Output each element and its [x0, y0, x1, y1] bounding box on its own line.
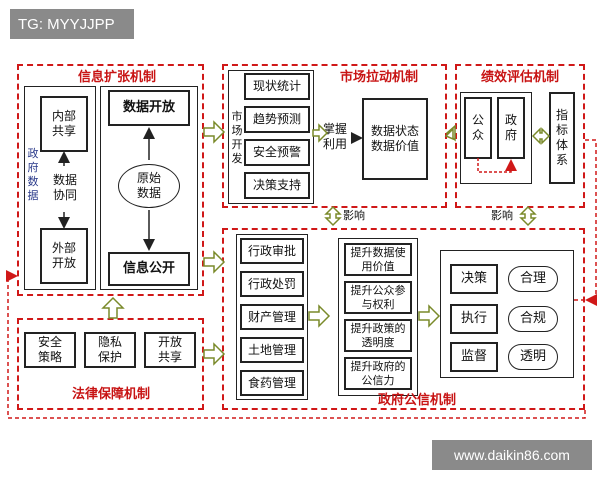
- influence-label-right: 影响: [491, 209, 513, 222]
- external-open-box: 外部开放: [40, 228, 88, 284]
- arrow-info-to-credibility: [203, 250, 226, 274]
- watermark: www.daikin86.com: [432, 440, 592, 470]
- arrow-info-to-market: [203, 120, 226, 144]
- improve-data-value: 提升数据使用价值: [344, 243, 412, 276]
- stage-decision: 决策: [450, 264, 498, 294]
- improve-policy-transparency: 提升政策的透明度: [344, 319, 412, 352]
- market-item-security-alert: 安全预警: [244, 139, 310, 166]
- quality-transparent: 透明: [508, 344, 558, 370]
- market-item-current-stats: 现状统计: [244, 73, 310, 100]
- raw-data-ellipse: 原始数据: [118, 164, 180, 208]
- arrow-legal-to-info: [101, 296, 125, 319]
- quality-compliant: 合规: [508, 306, 558, 332]
- channel-tag: TG: MYYJJPP: [10, 9, 134, 39]
- stage-supervision: 监督: [450, 342, 498, 372]
- public-gov-frame: [460, 92, 532, 184]
- legal-item-security-policy: 安全策略: [24, 332, 76, 368]
- performance-eval-title: 绩效评估机制: [480, 70, 559, 85]
- stages-frame: [440, 250, 574, 378]
- stage-execution: 执行: [450, 304, 498, 334]
- arrow-market-perf: [445, 124, 456, 142]
- data-state-value-label: 数据状态数据价值: [370, 124, 419, 153]
- admin-frame: [236, 234, 308, 400]
- improve-gov-credibility: 提升政府的公信力: [344, 357, 412, 390]
- admin-item-property: 财产管理: [240, 304, 304, 330]
- gov-credibility-title: 政府公信机制: [377, 393, 456, 408]
- data-open-box: 数据开放: [108, 90, 190, 126]
- data-coord-label: 数据协同: [52, 173, 77, 202]
- data-state-value-box: 数据状态数据价值: [362, 98, 428, 180]
- market-dev-label: 市场开发: [231, 110, 243, 165]
- public-box: 公众: [464, 97, 492, 159]
- legal-item-open-share: 开放共享: [144, 332, 196, 368]
- improve-public-rights: 提升公众参与权利: [344, 281, 412, 314]
- arrow-influence-left: [324, 205, 342, 227]
- arrow-market-perf-2: [444, 127, 454, 141]
- gov-credibility-panel: [222, 228, 585, 410]
- admin-item-food-drug: 食药管理: [240, 370, 304, 396]
- internal-share-box: 内部共享: [40, 96, 88, 152]
- index-system-box: 指标体系: [549, 92, 575, 184]
- influence-label-left: 影响: [343, 209, 365, 222]
- external-open-label: 外部开放: [51, 241, 76, 270]
- master-use-label: 掌握利用: [322, 122, 347, 151]
- market-pull-title: 市场拉动机制: [339, 70, 418, 85]
- market-item-trend-forecast: 趋势预测: [244, 106, 310, 133]
- legal-guarantee-title: 法律保障机制: [71, 387, 150, 402]
- quality-reasonable: 合理: [508, 266, 558, 292]
- admin-item-penalty: 行政处罚: [240, 271, 304, 297]
- improve-frame: [338, 238, 418, 396]
- arrow-influence-right: [519, 205, 537, 227]
- info-public-box: 信息公开: [108, 252, 190, 286]
- gov-box: 政府: [497, 97, 525, 159]
- info-expansion-title: 信息扩张机制: [77, 70, 156, 85]
- admin-item-approval: 行政审批: [240, 238, 304, 264]
- gov-data-label: 政府数据: [27, 147, 39, 202]
- market-item-decision-support: 决策支持: [244, 172, 310, 199]
- internal-share-label: 内部共享: [51, 109, 76, 138]
- admin-item-land: 土地管理: [240, 337, 304, 363]
- arrow-legal-to-credibility: [203, 342, 226, 366]
- legal-item-privacy: 隐私保护: [84, 332, 136, 368]
